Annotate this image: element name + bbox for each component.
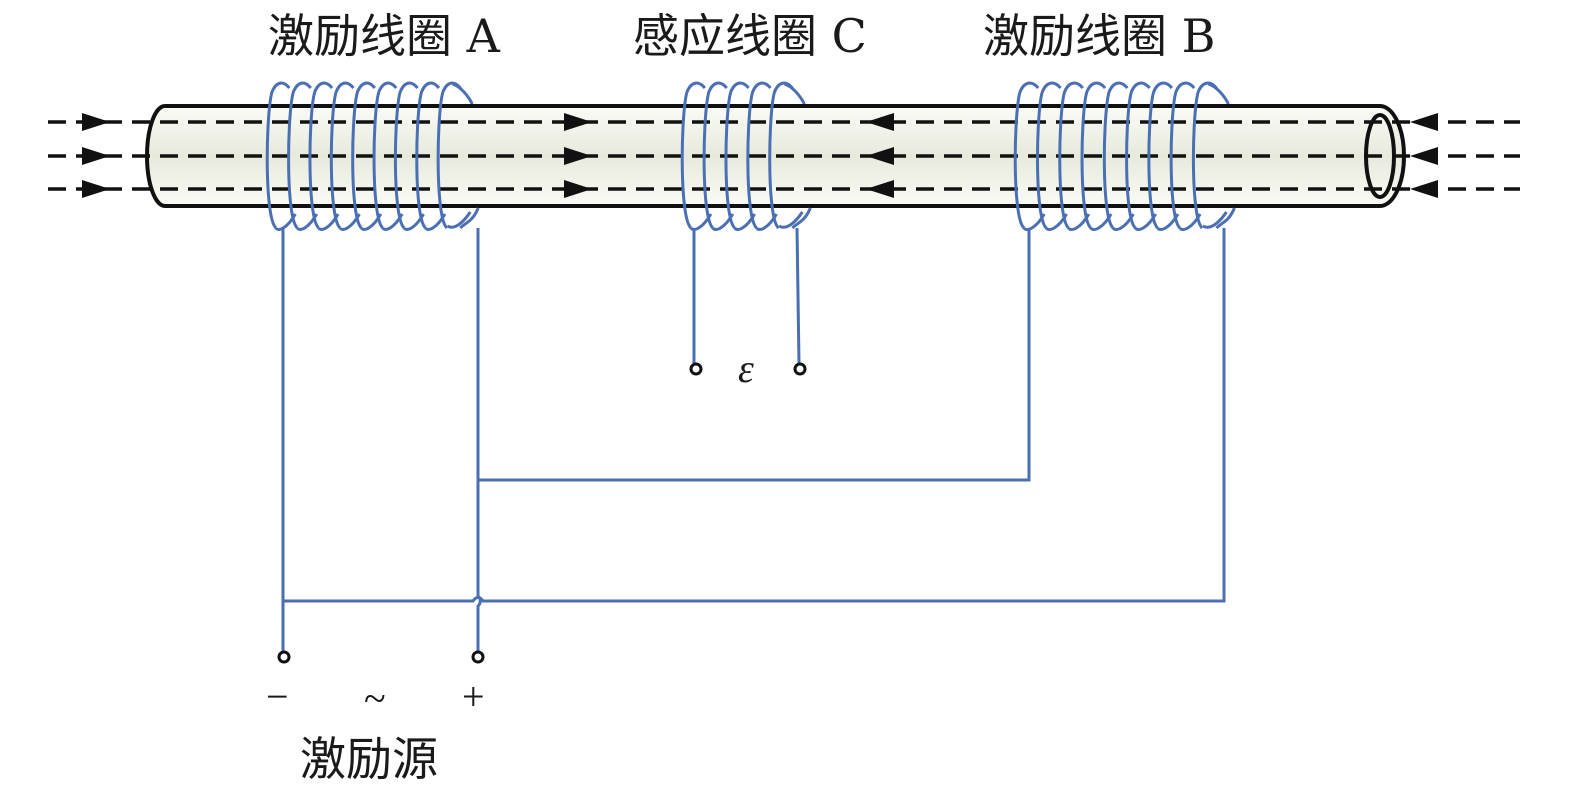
coil-b-front	[1013, 81, 1236, 231]
wire-coil-a-right	[476, 228, 482, 652]
coil-turn	[287, 81, 312, 230]
coil-end-bottom-inner	[1202, 211, 1228, 229]
wire-coil-c-right	[795, 227, 801, 365]
circuit-wires	[281, 227, 1226, 652]
coil-turn	[1102, 81, 1129, 230]
flux-arrow-right-icon	[82, 147, 110, 165]
coil-turn	[1013, 81, 1040, 230]
coil-turn	[1169, 81, 1196, 230]
coil-turn	[724, 81, 750, 230]
coil-end-bottom	[1215, 207, 1236, 230]
terminal-c-right[interactable]	[793, 362, 807, 376]
coil-turn	[746, 81, 772, 230]
coil-turn	[372, 81, 398, 230]
flux-arrow-left-icon	[866, 147, 894, 165]
flux-arrow-right-icon	[564, 180, 592, 198]
flux-arrow-right-icon	[82, 113, 110, 131]
coil-end-top	[1207, 82, 1230, 105]
flux-arrow-left-icon	[1410, 147, 1438, 165]
source-label: 激励源	[300, 732, 438, 786]
coil-end-bottom	[459, 207, 480, 230]
terminal-source-plus[interactable]	[471, 650, 485, 664]
coil-end-top	[452, 82, 474, 105]
magnetic-flux-lines	[48, 113, 1520, 198]
source-minus-sign: −	[266, 674, 289, 719]
coil-turn	[393, 81, 419, 230]
coil-end-bottom	[791, 207, 812, 230]
coil-turn	[680, 81, 707, 230]
flux-arrow-left-icon	[866, 113, 894, 131]
coil-turn	[1036, 81, 1062, 230]
coil-c-back	[784, 82, 806, 105]
coil-a-front	[265, 81, 480, 231]
coil-turn	[351, 81, 376, 230]
wire-a-to-b-left	[478, 228, 1031, 482]
coil-a-label: 激励线圈 A	[268, 9, 501, 63]
flux-arrow-right-icon	[564, 147, 592, 165]
flux-arrow-left-icon	[1410, 113, 1438, 131]
coil-end-bottom-inner	[778, 211, 804, 229]
coil-turn	[702, 81, 728, 230]
coil-turn	[768, 81, 794, 230]
coil-c-label: 感应线圈 C	[633, 9, 867, 63]
coil-turn	[415, 81, 441, 230]
source-plus-sign: +	[462, 674, 485, 719]
coil-turn	[1058, 81, 1084, 230]
flux-arrow-right-icon	[564, 113, 592, 131]
terminal-source-minus[interactable]	[277, 650, 291, 664]
coil-end-bottom-inner	[446, 211, 472, 229]
flux-arrow-right-icon	[82, 180, 110, 198]
coil-front-turns	[265, 81, 1236, 231]
coil-b-label: 激励线圈 B	[983, 9, 1215, 63]
coil-a-back	[452, 82, 474, 105]
coil-c-front	[680, 81, 812, 231]
coil-b-back	[1207, 82, 1230, 105]
source-ac-symbol: ~	[364, 676, 386, 721]
coil-turn	[265, 81, 291, 230]
flux-arrow-left-icon	[866, 180, 894, 198]
coil-turn	[329, 81, 355, 230]
coil-turn	[436, 81, 462, 230]
coil-turn	[308, 81, 334, 230]
emf-symbol: ε	[738, 346, 754, 391]
coil-end-top	[784, 82, 806, 105]
flux-arrow-left-icon	[1410, 180, 1438, 198]
coil-turn	[1125, 81, 1151, 230]
terminal-c-left[interactable]	[689, 362, 703, 376]
tube-body	[145, 104, 1406, 208]
coil-turn	[1191, 81, 1218, 230]
coil-turn	[1080, 81, 1107, 230]
wire-minus-to-b-right	[283, 228, 1226, 603]
coil-turn	[1147, 81, 1174, 230]
